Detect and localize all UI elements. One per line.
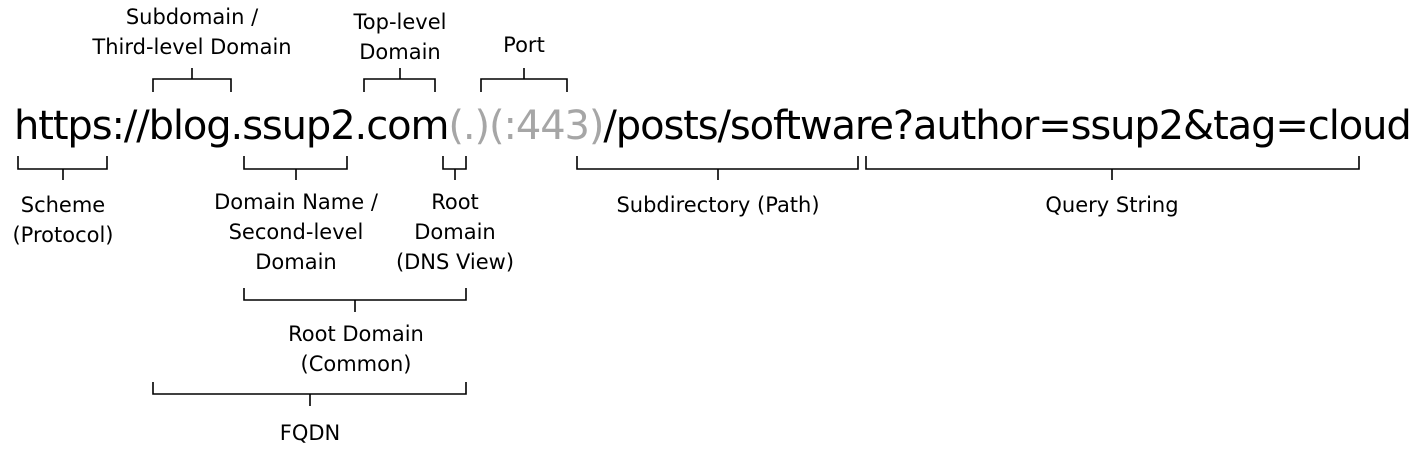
- label-domain-name: Domain Name / Second-level Domain: [214, 190, 378, 274]
- label-path: Subdirectory (Path): [616, 193, 820, 217]
- url-text: https://blog.ssup2.com(.)(:443)/posts/so…: [14, 96, 1411, 156]
- bracket-root-dns: [442, 156, 467, 180]
- url-domain: ssup2.: [242, 103, 367, 149]
- bracket-scheme: [17, 156, 108, 180]
- label-fqdn: FQDN: [279, 421, 341, 445]
- bracket-root-common: [243, 288, 467, 312]
- url-scheme: https://: [14, 103, 150, 149]
- bracket-path: [576, 156, 859, 180]
- url-subdomain: blog.: [148, 103, 244, 149]
- bracket-fqdn: [152, 382, 467, 406]
- url-tld: com: [366, 103, 449, 149]
- label-port: Port: [503, 33, 545, 57]
- bracket-tld: [363, 68, 436, 92]
- label-root-common: Root Domain (Common): [288, 322, 424, 376]
- url-query: ?author=ssup2&tag=cloud: [892, 103, 1411, 149]
- label-tld: Top-level Domain: [353, 10, 447, 64]
- bracket-port: [480, 68, 568, 92]
- url-root-dot: (.): [448, 103, 490, 149]
- label-subdomain: Subdomain / Third-level Domain: [92, 5, 292, 59]
- url-anatomy-diagram: https://blog.ssup2.com(.)(:443)/posts/so…: [12, 5, 1411, 445]
- bracket-subdomain: [152, 68, 232, 92]
- bracket-domain-name: [243, 156, 348, 180]
- url-path: /posts/software: [603, 103, 894, 149]
- bracket-layer: [17, 68, 1360, 406]
- label-root-dns: Root Domain (DNS View): [395, 190, 515, 274]
- url-port: (:443): [488, 103, 605, 149]
- label-scheme: Scheme (Protocol): [12, 193, 114, 247]
- label-query: Query String: [1045, 193, 1179, 217]
- bracket-query: [865, 156, 1360, 180]
